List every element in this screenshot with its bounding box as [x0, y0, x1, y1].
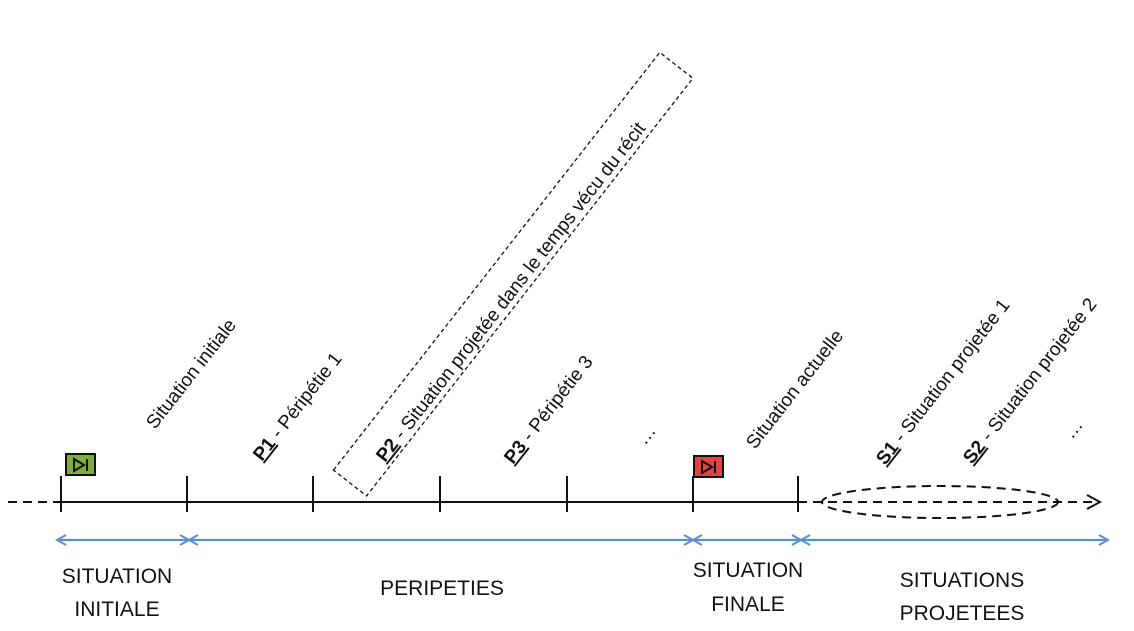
segment-finale-line1: SITUATION [693, 559, 803, 582]
label-p3-text: - Péripétie 3 [515, 352, 598, 450]
end-marker-icon [693, 455, 724, 478]
segment-initiale-line2: INITIALE [74, 598, 159, 621]
segment-projetees-line2: PROJETEES [900, 602, 1025, 625]
label-p2-text: - Situation projetée dans le temps vécu … [387, 118, 651, 448]
label-ellipsis-future: … [1059, 415, 1087, 443]
timeline-ticks [60, 476, 799, 512]
label-p1: P1 - Péripétie 1 [249, 349, 346, 465]
start-marker-icon [65, 453, 96, 476]
segment-finale-line2: FINALE [711, 593, 785, 616]
label-p3: P3 - Péripétie 3 [500, 352, 597, 468]
label-ellipsis-past: … [632, 421, 660, 449]
label-situation-initiale: Situation initiale [142, 315, 240, 433]
segment-projetees-line1: SITUATIONS [900, 569, 1024, 592]
projected-zone-ellipse [821, 485, 1059, 519]
segment-peripeties: PERIPETIES [380, 577, 504, 600]
label-p1-text: - Péripétie 1 [264, 349, 347, 447]
label-situation-actuelle: Situation actuelle [742, 326, 848, 453]
segment-initiale-line1: SITUATION [62, 565, 172, 588]
label-p2: P2 - Situation projetée dans le temps vé… [372, 118, 650, 466]
